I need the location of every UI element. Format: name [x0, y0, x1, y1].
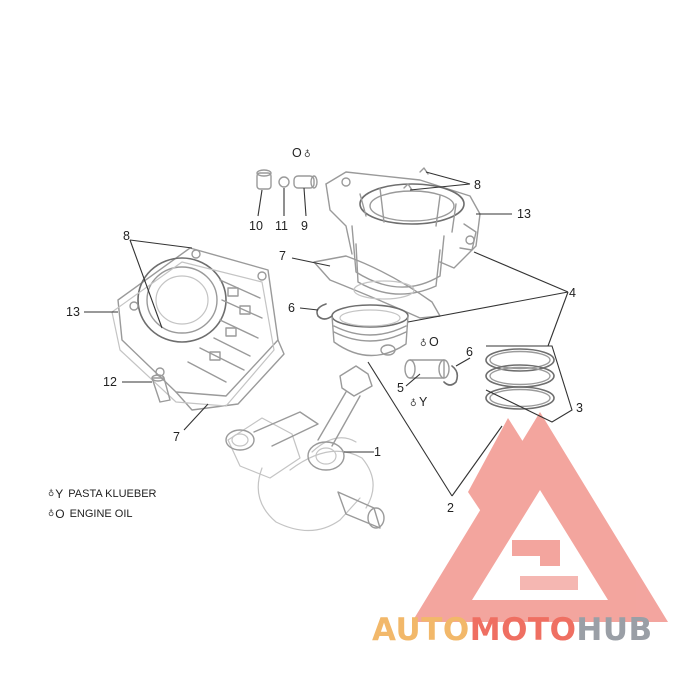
- screw-12: [151, 374, 171, 403]
- callout-6-right: 6: [466, 345, 473, 359]
- callout-3: 3: [576, 401, 583, 415]
- callout-9: 9: [301, 219, 308, 233]
- callout-4: 4: [569, 286, 576, 300]
- gasket-top: [313, 255, 441, 319]
- callout-8-left: 8: [123, 229, 130, 243]
- oil-mark-piston: O: [429, 335, 439, 349]
- drop-icon: ♁: [420, 338, 427, 349]
- legend-label: ENGINE OIL: [69, 508, 133, 520]
- fitting-parts: [256, 169, 318, 190]
- callout-13-right: 13: [517, 207, 531, 221]
- legend-label: PASTA KLUEBER: [68, 488, 157, 500]
- connecting-rod: [307, 365, 373, 471]
- klueber-mark-pin: Y: [419, 395, 428, 409]
- circlip-left: [316, 303, 333, 320]
- legend-item-oil: ♁ O ENGINE OIL: [48, 507, 133, 521]
- callout-11: 11: [275, 219, 288, 233]
- legend-symbol: O: [55, 507, 65, 521]
- callout-2: 2: [447, 501, 454, 515]
- callout-10: 10: [249, 219, 263, 233]
- callout-numbers: 1 2 3 4 5 6 6 7 7 8 8 9 10 11 12 13 13: [66, 178, 583, 515]
- watermark-moto: MOTO: [469, 612, 577, 648]
- lube-marks: O ♁ ♁ O ♁ Y: [292, 146, 439, 409]
- drop-icon: ♁: [48, 509, 55, 519]
- cylinder-left: [117, 247, 285, 411]
- piston: [331, 304, 409, 357]
- watermark-auto: AUTO: [372, 612, 470, 648]
- circlip-right: [443, 365, 459, 386]
- callout-12: 12: [103, 375, 117, 389]
- callout-1: 1: [374, 445, 381, 459]
- watermark-wordmark: AUTOMOTOHUB: [372, 612, 653, 648]
- cylinder-right: [325, 171, 481, 295]
- crankshaft: [225, 411, 385, 532]
- callout-8-right: 8: [474, 178, 481, 192]
- legend-symbol: Y: [55, 487, 64, 501]
- piston-pin: [404, 359, 450, 379]
- drop-icon: ♁: [304, 149, 311, 160]
- callout-7-top: 7: [279, 249, 286, 263]
- piston-rings: [485, 345, 573, 423]
- watermark-logo: [412, 412, 668, 622]
- callout-6-left: 6: [288, 301, 295, 315]
- oil-mark-top: O: [292, 146, 302, 160]
- callout-5: 5: [397, 381, 404, 395]
- callout-7-left: 7: [173, 430, 180, 444]
- watermark-hub: HUB: [576, 612, 653, 648]
- callout-13-left: 13: [66, 305, 80, 319]
- drop-icon: ♁: [48, 489, 55, 499]
- drop-icon: ♁: [410, 398, 417, 409]
- legend-item-klueber: ♁ Y PASTA KLUEBER: [48, 487, 157, 501]
- gasket-left: [111, 261, 275, 407]
- leader-lines: [84, 171, 569, 497]
